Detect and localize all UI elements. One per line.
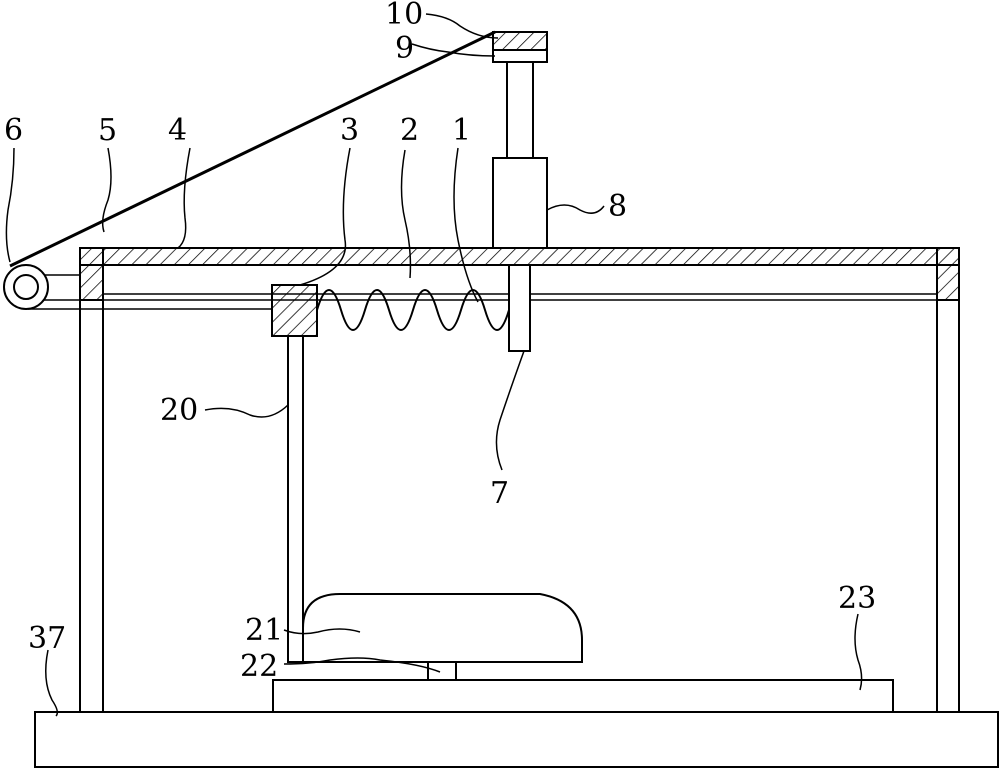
label-6: 6	[4, 113, 23, 148]
label-37: 37	[28, 621, 66, 656]
right-frame-column	[936, 247, 960, 713]
label-10: 10	[385, 0, 423, 32]
plunger	[508, 264, 531, 352]
work-table	[272, 679, 894, 713]
label-1: 1	[452, 113, 471, 148]
leader-lines	[5, 13, 863, 717]
spring	[316, 289, 510, 331]
label-7: 7	[490, 476, 509, 511]
left-frame-column	[79, 247, 104, 713]
base-plate	[34, 711, 999, 768]
pulley-assembly	[3, 264, 272, 310]
vertical-rod	[287, 335, 304, 663]
label-4: 4	[168, 113, 187, 148]
label-23: 23	[838, 581, 876, 616]
label-20: 20	[160, 393, 198, 428]
label-5: 5	[98, 113, 117, 148]
cylinder-assembly	[492, 31, 548, 249]
part-labels: 10 9 6 5 4 3 2 1 8 7 20 21 22 23 37	[4, 0, 876, 684]
label-3: 3	[340, 113, 359, 148]
rope	[9, 30, 496, 268]
press-head	[302, 593, 583, 663]
slider-block	[271, 284, 318, 337]
rod-cap	[492, 49, 548, 63]
piston-rod	[506, 61, 534, 159]
cylinder-body	[492, 157, 548, 249]
label-22: 22	[240, 649, 278, 684]
label-2: 2	[400, 113, 419, 148]
label-9: 9	[395, 31, 414, 66]
rod-top-block	[492, 31, 548, 51]
label-8: 8	[608, 189, 627, 224]
label-21: 21	[245, 613, 283, 648]
